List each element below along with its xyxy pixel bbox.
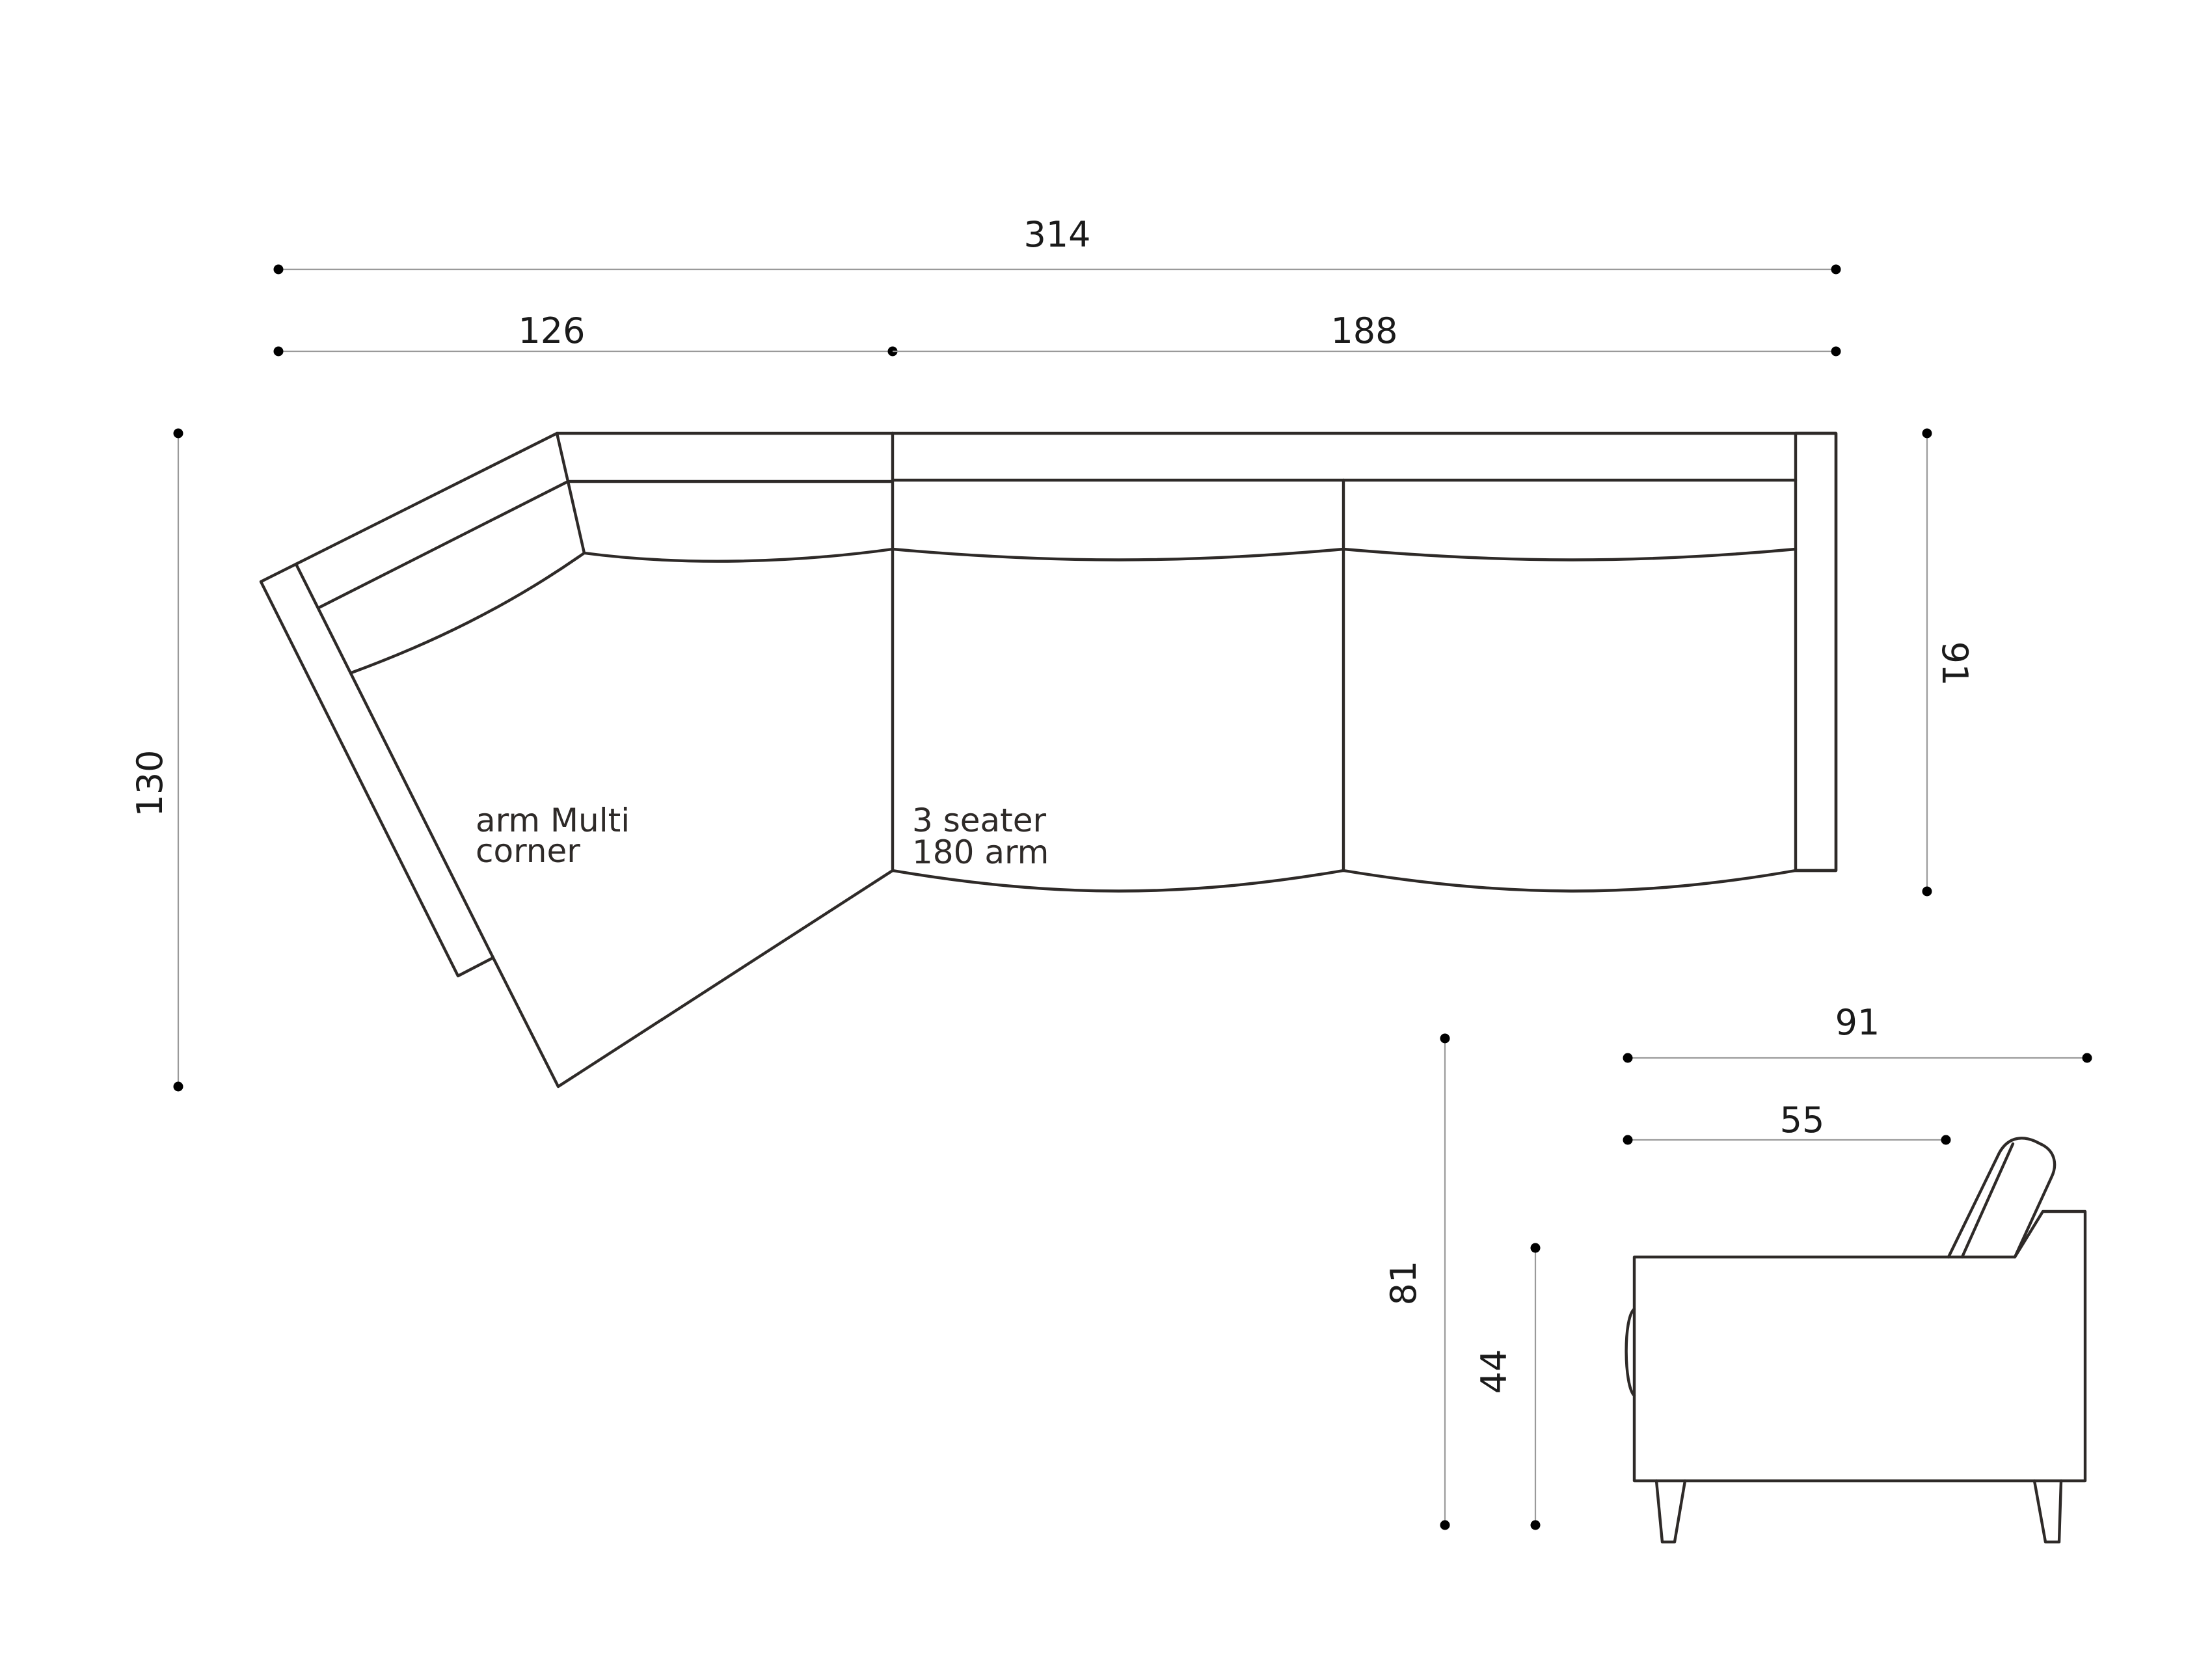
dimension-corner-width: 126 — [273, 310, 898, 357]
seater-label-line1: 3 seater — [912, 802, 1047, 839]
dimension-three-seater-width: 188 — [893, 310, 1841, 357]
dimension-side-seat-height: 44 — [1474, 1243, 1541, 1530]
dimension-side-depth: 91 — [1623, 1002, 2092, 1063]
dim-label-side-depth: 91 — [1835, 1002, 1880, 1043]
dim-label-side-seat-depth: 55 — [1780, 1100, 1825, 1141]
dim-label-side-height: 81 — [1383, 1261, 1424, 1306]
three-seater-module — [891, 431, 1838, 893]
dimension-side-seat-depth: 55 — [1623, 1100, 1951, 1145]
dimension-overall-depth: 130 — [129, 428, 183, 1092]
dim-label-three-seater-width: 188 — [1330, 310, 1397, 351]
corner-module-label: arm Multi corner — [476, 802, 630, 870]
dimension-side-height: 81 — [1383, 1033, 1450, 1530]
corner-label-line1: arm Multi — [476, 802, 630, 839]
dim-label-seat-depth: 91 — [1934, 642, 1975, 686]
dim-label-overall-depth: 130 — [129, 750, 170, 817]
three-seater-module-label: 3 seater 180 arm — [912, 802, 1049, 871]
seater-label-line2: 180 arm — [912, 833, 1049, 871]
corner-label-line2: corner — [476, 832, 580, 870]
dim-label-total-width: 314 — [1023, 214, 1090, 255]
dim-label-corner-width: 126 — [518, 310, 585, 351]
corner-module — [259, 431, 895, 1088]
dimension-seat-depth: 91 — [1922, 428, 1975, 897]
dim-label-side-seat-height: 44 — [1474, 1349, 1515, 1394]
sofa-side-view — [1625, 1137, 2087, 1544]
sofa-top-view: arm Multi corner 3 seater 180 arm — [259, 431, 1838, 1088]
dimension-total-width: 314 — [273, 214, 1841, 275]
